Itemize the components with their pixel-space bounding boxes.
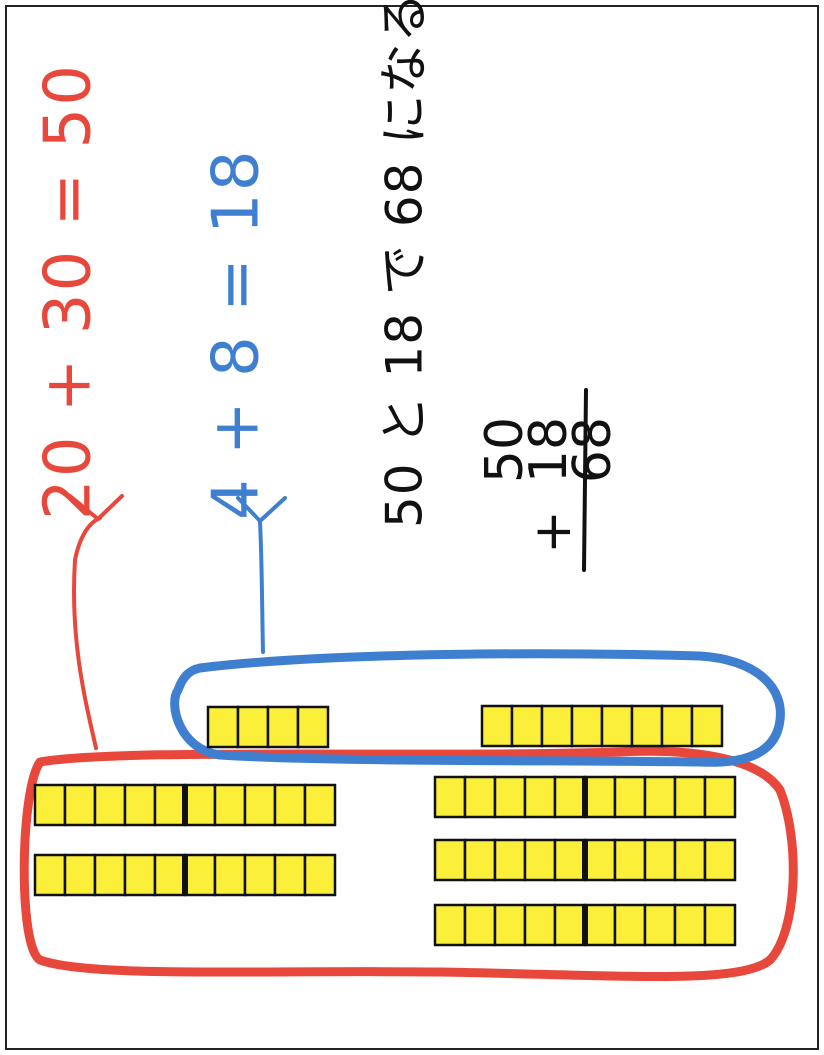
block-unit [433, 775, 467, 819]
block-unit [243, 783, 277, 827]
block-unit [183, 853, 217, 897]
left-ones-group [206, 705, 330, 749]
block-unit [433, 838, 467, 882]
block-unit [206, 705, 240, 749]
ones-arrow-head [236, 496, 287, 523]
block-unit [63, 853, 97, 897]
block-unit [673, 838, 707, 882]
block-unit [296, 705, 330, 749]
tens-arrow [72, 516, 102, 750]
block-unit [643, 838, 677, 882]
block-unit [583, 903, 617, 947]
tens-group-outline [19, 746, 798, 982]
block-unit [63, 783, 97, 827]
block-unit [493, 903, 527, 947]
block-unit [673, 903, 707, 947]
block-unit [613, 903, 647, 947]
block-unit [303, 853, 337, 897]
sentence-text: 50 と 18 で 68 になる [376, 0, 434, 528]
block-unit [660, 704, 694, 748]
block-unit [583, 838, 617, 882]
block-unit [266, 705, 300, 749]
vertical-calc-bottom: 18 [519, 417, 579, 483]
block-unit [553, 838, 587, 882]
block-unit [236, 705, 270, 749]
block-unit [613, 775, 647, 819]
block-unit [303, 783, 337, 827]
page-frame [5, 5, 819, 1050]
block-unit [510, 704, 544, 748]
block-unit [493, 838, 527, 882]
block-unit [213, 853, 247, 897]
block-unit [93, 853, 127, 897]
ones-group-outline [170, 649, 785, 767]
block-unit [123, 853, 157, 897]
base-ten-blocks [33, 704, 737, 947]
ones-arrow [258, 520, 265, 654]
block-unit [463, 838, 497, 882]
block-unit [643, 903, 677, 947]
block-unit [553, 903, 587, 947]
block-unit [523, 775, 557, 819]
block-unit [243, 853, 277, 897]
tens-equation: 20 + 30 = 50 [32, 63, 106, 520]
block-unit [600, 704, 634, 748]
block-unit [630, 704, 664, 748]
block-unit [33, 783, 67, 827]
block-unit [703, 838, 737, 882]
block-unit [273, 853, 307, 897]
vertical-calc-operator: + [523, 510, 583, 554]
block-unit [613, 838, 647, 882]
block-unit [583, 775, 617, 819]
block-unit [703, 903, 737, 947]
ones-equation: 4 + 8 = 18 [200, 149, 274, 521]
block-unit [690, 704, 724, 748]
block-unit [93, 783, 127, 827]
block-unit [540, 704, 574, 748]
block-unit [673, 775, 707, 819]
block-unit [493, 775, 527, 819]
tens-arrow-head [68, 494, 124, 521]
block-unit [123, 783, 157, 827]
block-unit [523, 903, 557, 947]
right-ten-rod [433, 775, 737, 819]
block-unit [183, 783, 217, 827]
block-unit [480, 704, 514, 748]
block-unit [153, 783, 187, 827]
block-unit [553, 775, 587, 819]
right-ten-rod [433, 838, 737, 882]
block-unit [523, 838, 557, 882]
block-unit [153, 853, 187, 897]
block-unit [213, 783, 247, 827]
block-unit [433, 903, 467, 947]
block-unit [463, 775, 497, 819]
block-unit [273, 783, 307, 827]
block-unit [643, 775, 677, 819]
vertical-calc-bar [582, 388, 588, 572]
left-ten-rod [33, 853, 337, 897]
right-ones-group [480, 704, 724, 748]
vertical-calc-result: 50 [475, 417, 535, 483]
block-unit [570, 704, 604, 748]
right-ten-rod [433, 903, 737, 947]
vertical-calc-top: 68 [563, 417, 623, 483]
left-ten-rod [33, 783, 337, 827]
block-unit [33, 853, 67, 897]
block-unit [463, 903, 497, 947]
block-unit [703, 775, 737, 819]
